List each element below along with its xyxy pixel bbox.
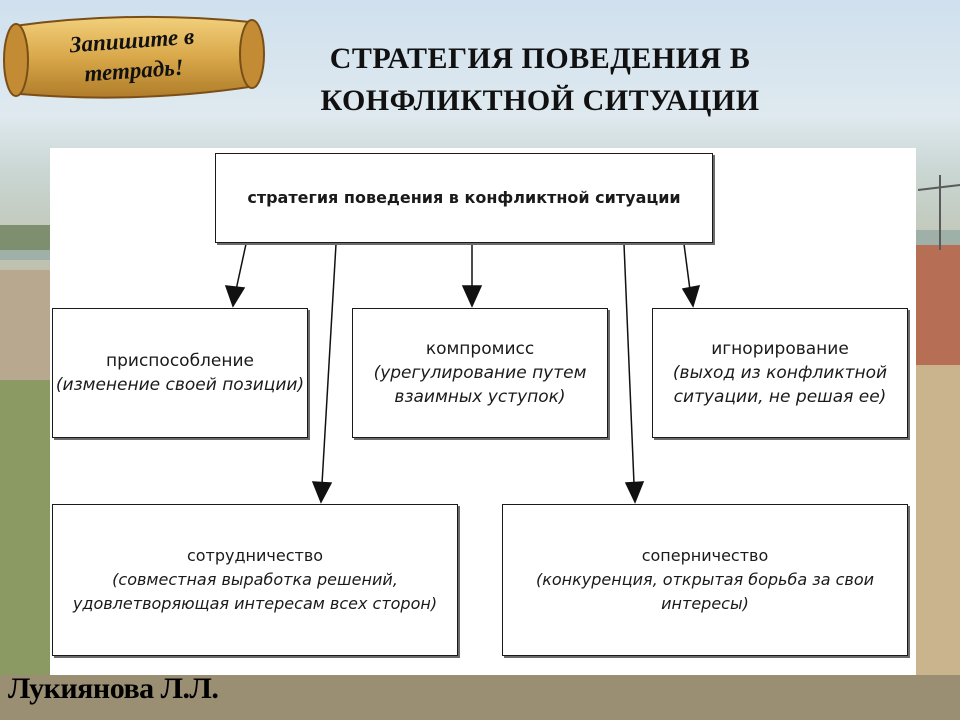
node-desc: интересы) — [661, 594, 749, 613]
node-box-ignoring: игнорирование (выход из конфликтной ситу… — [652, 308, 908, 438]
node-name: соперничество — [641, 546, 769, 565]
scroll-icon — [3, 15, 265, 99]
title-line-1: СТРАТЕГИЯ ПОВЕДЕНИЯ В — [329, 42, 751, 75]
node-desc: (совместная выработка решений, — [112, 570, 398, 589]
node-name: компромисс — [425, 339, 535, 359]
left-building — [0, 270, 50, 380]
node-name: приспособление — [106, 351, 254, 371]
scroll-banner: Запишите в тетрадь! — [0, 8, 268, 108]
node-desc: удовлетворяющая интересам всех сторон) — [72, 594, 438, 613]
node-name: игнорирование — [711, 339, 849, 359]
node-desc: (изменение своей позиции) — [55, 375, 305, 395]
title-line-2: КОНФЛИКТНОЙ СИТУАЦИИ — [320, 84, 760, 117]
node-desc: (конкуренция, открытая борьба за свои — [535, 570, 875, 589]
right-ground — [915, 365, 960, 720]
root-box: стратегия поведения в конфликтной ситуац… — [215, 153, 713, 243]
node-box-adaptation: приспособление (изменение своей позиции) — [52, 308, 308, 438]
node-desc: взаимных уступок) — [394, 387, 566, 407]
node-desc: (урегулирование путем — [373, 363, 587, 383]
foreground-ground — [0, 675, 960, 720]
left-field — [0, 380, 50, 720]
node-desc: ситуации, не решая ее) — [673, 387, 887, 407]
node-box-cooperation: сотрудничество (совместная выработка реш… — [52, 504, 458, 656]
slide-title: СТРАТЕГИЯ ПОВЕДЕНИЯ В КОНФЛИКТНОЙ СИТУАЦ… — [250, 38, 830, 122]
author-label: Лукиянова Л.Л. — [8, 672, 219, 705]
node-box-compromise: компромисс (урегулирование путем взаимны… — [352, 308, 608, 438]
node-name: сотрудничество — [186, 546, 324, 565]
node-desc: (выход из конфликтной — [672, 363, 888, 383]
crane-icon — [917, 175, 960, 250]
node-box-rivalry: соперничество (конкуренция, открытая бор… — [502, 504, 908, 656]
right-building — [915, 245, 960, 365]
root-label: стратегия поведения в конфликтной ситуац… — [247, 188, 681, 207]
